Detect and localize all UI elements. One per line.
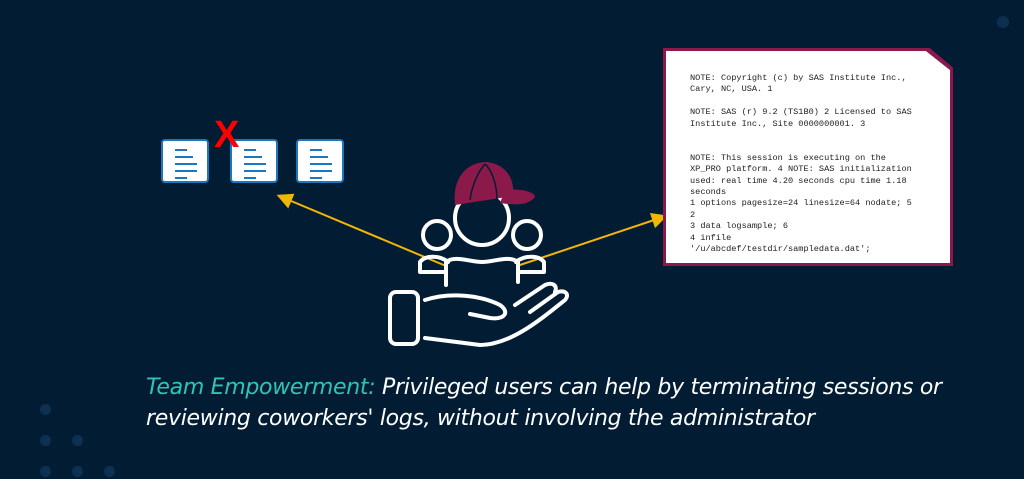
cap-icon bbox=[454, 162, 535, 205]
caption-line2: reviewing coworkers' logs, without invol… bbox=[146, 406, 815, 431]
decor-dot bbox=[72, 466, 83, 477]
decor-dot bbox=[72, 435, 83, 446]
terminated-x-icon: X bbox=[214, 114, 240, 156]
people-in-hand-icon bbox=[388, 189, 569, 347]
decor-dot bbox=[40, 435, 51, 446]
decor-dot bbox=[40, 404, 51, 415]
document-icon-terminated[interactable] bbox=[230, 139, 278, 183]
document-icon[interactable] bbox=[161, 139, 209, 183]
caption-line1: Privileged users can help by terminating… bbox=[375, 375, 942, 400]
caption: Team Empowerment: Privileged users can h… bbox=[146, 372, 942, 434]
document-icon[interactable] bbox=[296, 139, 344, 183]
arrow-to-documents bbox=[276, 193, 447, 267]
decor-dot bbox=[40, 466, 51, 477]
caption-highlight: Team Empowerment: bbox=[146, 375, 376, 400]
sas-log-panel[interactable]: NOTE: Copyright (c) by SAS Institute Inc… bbox=[663, 48, 953, 266]
log-text: NOTE: Copyright (c) by SAS Institute Inc… bbox=[690, 73, 912, 255]
decor-dot bbox=[997, 16, 1009, 28]
decor-dot bbox=[104, 466, 115, 477]
